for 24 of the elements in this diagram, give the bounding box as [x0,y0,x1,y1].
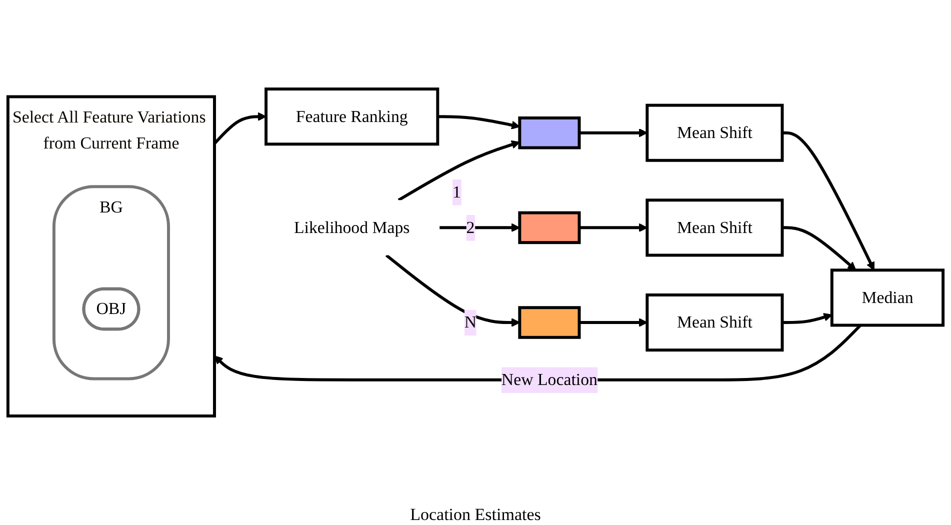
edge-label: 1 [452,182,461,202]
arrow [438,115,520,130]
edge-label: 2 [466,218,475,237]
arrow [385,254,520,327]
node-picture [518,306,581,339]
note-text: Location Estimates [410,505,541,524]
node-box: Mean Shift [646,104,784,162]
arrow [782,313,832,324]
edge-label: New Location [501,370,598,390]
node-box: Mean Shift [646,198,784,257]
arrow [782,131,875,271]
node-box: Mean Shift [646,293,784,352]
arrow [579,318,648,327]
arrow [782,226,856,271]
node-picture [518,211,581,244]
node-picture [518,116,581,150]
node-box: Median [830,268,945,327]
arrow [398,140,520,202]
arrow [579,128,648,138]
edge-label: N [464,312,477,332]
node-box: Feature Ranking [264,88,440,146]
arrow [440,223,520,232]
node-text: Likelihood Maps [294,218,410,237]
arrow [579,223,648,232]
